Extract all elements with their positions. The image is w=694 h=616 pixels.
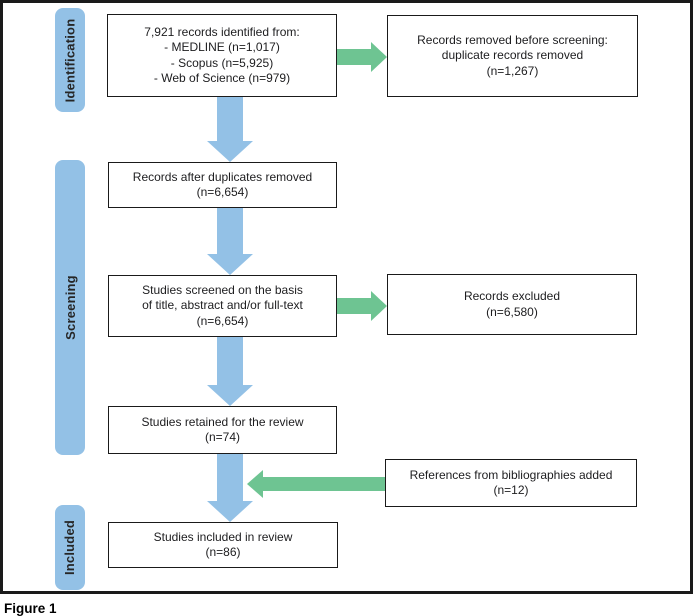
box-line: - Scopus (n=5,925) bbox=[170, 55, 274, 70]
left-arrow-references-to-flow bbox=[263, 477, 385, 491]
left-arrow-head-icon bbox=[247, 470, 263, 498]
stage-label-identification-text: Identification bbox=[62, 18, 78, 102]
box-studies-retained: Studies retained for the review (n=74) bbox=[108, 406, 337, 454]
box-records-after-duplicates: Records after duplicates removed (n=6,65… bbox=[108, 162, 337, 208]
down-arrow-head-icon bbox=[207, 254, 253, 275]
box-records-excluded: Records excluded (n=6,580) bbox=[387, 274, 637, 335]
box-line: Studies screened on the basis bbox=[142, 282, 303, 297]
box-line: (n=6,580) bbox=[486, 304, 538, 319]
box-line: - MEDLINE (n=1,017) bbox=[164, 40, 280, 54]
stage-label-included-text: Included bbox=[62, 519, 78, 576]
box-line: (n=1,267) bbox=[486, 63, 539, 78]
down-arrow-identified-to-after-duplicates bbox=[217, 97, 243, 141]
box-line: Studies retained for the review bbox=[141, 414, 304, 429]
box-line: Records after duplicates removed bbox=[132, 169, 313, 184]
box-records-identified: 7,921 records identified from: - MEDLINE… bbox=[107, 14, 337, 97]
box-line: (n=6,654) bbox=[196, 313, 249, 328]
box-line: References from bibliographies added bbox=[409, 467, 613, 482]
right-arrow-identified-to-removed bbox=[337, 49, 371, 65]
box-line: (n=6,654) bbox=[196, 185, 249, 199]
stage-label-included: Included bbox=[55, 505, 85, 590]
stage-label-identification: Identification bbox=[55, 8, 85, 112]
stage-label-screening: Screening bbox=[55, 160, 85, 455]
box-line: Records excluded bbox=[463, 289, 561, 303]
box-studies-included: Studies included in review (n=86) bbox=[108, 522, 338, 568]
box-line: (n=74) bbox=[204, 430, 241, 444]
box-line: - Web of Science (n=979) bbox=[153, 71, 291, 85]
box-records-removed-before-screening: Records removed before screening: duplic… bbox=[387, 15, 638, 97]
box-line: 7,921 records identified from: bbox=[144, 24, 300, 39]
box-line: (n=12) bbox=[493, 483, 529, 497]
box-line: duplicate records removed bbox=[441, 48, 584, 63]
box-line: of title, abstract and/or full-text bbox=[142, 298, 303, 313]
down-arrow-retained-to-included bbox=[217, 454, 243, 501]
down-arrow-screened-to-retained bbox=[217, 337, 243, 385]
box-line: Studies included in review bbox=[153, 529, 293, 544]
right-arrow-head-icon bbox=[371, 291, 387, 321]
box-studies-screened: Studies screened on the basis of title, … bbox=[108, 275, 337, 337]
box-references-from-bibliographies: References from bibliographies added (n=… bbox=[385, 459, 637, 507]
down-arrow-head-icon bbox=[207, 141, 253, 162]
box-line: Records removed before screening: bbox=[417, 32, 608, 47]
box-line: (n=86) bbox=[205, 545, 241, 559]
right-arrow-head-icon bbox=[371, 42, 387, 72]
down-arrow-after-duplicates-to-screened bbox=[217, 208, 243, 254]
stage-label-screening-text: Screening bbox=[62, 275, 78, 340]
down-arrow-head-icon bbox=[207, 385, 253, 406]
down-arrow-head-icon bbox=[207, 501, 253, 522]
right-arrow-screened-to-excluded bbox=[337, 298, 371, 314]
